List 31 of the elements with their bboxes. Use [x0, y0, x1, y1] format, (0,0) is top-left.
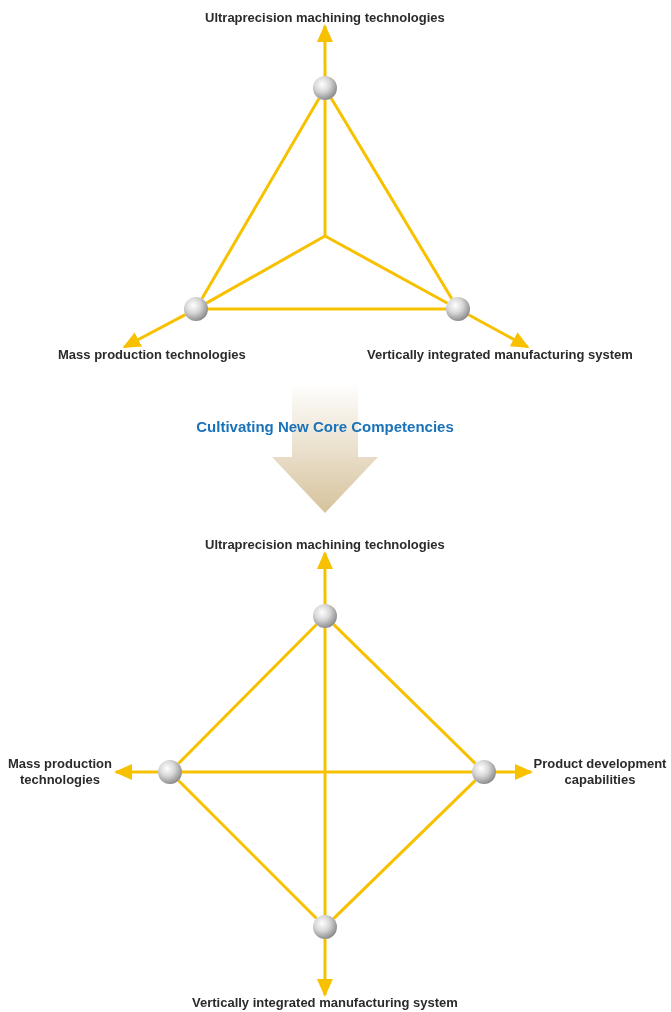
- axis-label: Mass production technologies: [58, 347, 246, 363]
- arrow: [496, 764, 533, 780]
- axis-label: Ultraprecision machining technologies: [205, 537, 445, 553]
- sphere-node: [446, 297, 470, 321]
- sphere-node: [472, 760, 496, 784]
- connector-line: [323, 628, 327, 915]
- axis-label: Vertically integrated manufacturing system: [367, 347, 633, 363]
- axis-label: Product development capabilities: [531, 756, 669, 788]
- connector-line: [177, 623, 318, 765]
- sphere-node: [184, 297, 208, 321]
- connector-line: [208, 307, 446, 311]
- heading-text: Cultivating New Core Competencies: [195, 418, 455, 435]
- connector-line: [177, 779, 318, 920]
- axis-label: Ultraprecision machining technologies: [205, 10, 445, 26]
- sphere-node: [313, 604, 337, 628]
- arrow: [114, 764, 158, 780]
- connector-line: [332, 779, 477, 920]
- connector-line: [200, 97, 321, 300]
- arrow: [316, 939, 333, 997]
- axis-label: Mass production technologies: [4, 756, 116, 788]
- sphere-node: [313, 76, 337, 100]
- axis-label: Vertically integrated manufacturing system: [192, 995, 458, 1011]
- sphere-node: [158, 760, 182, 784]
- connector-line: [332, 623, 477, 765]
- arrow: [316, 551, 333, 604]
- arrow: [467, 313, 530, 349]
- arrow: [316, 24, 333, 76]
- sphere-node: [313, 915, 337, 939]
- arrow: [122, 313, 187, 349]
- connector-line: [329, 97, 454, 300]
- connector-line: [182, 770, 472, 774]
